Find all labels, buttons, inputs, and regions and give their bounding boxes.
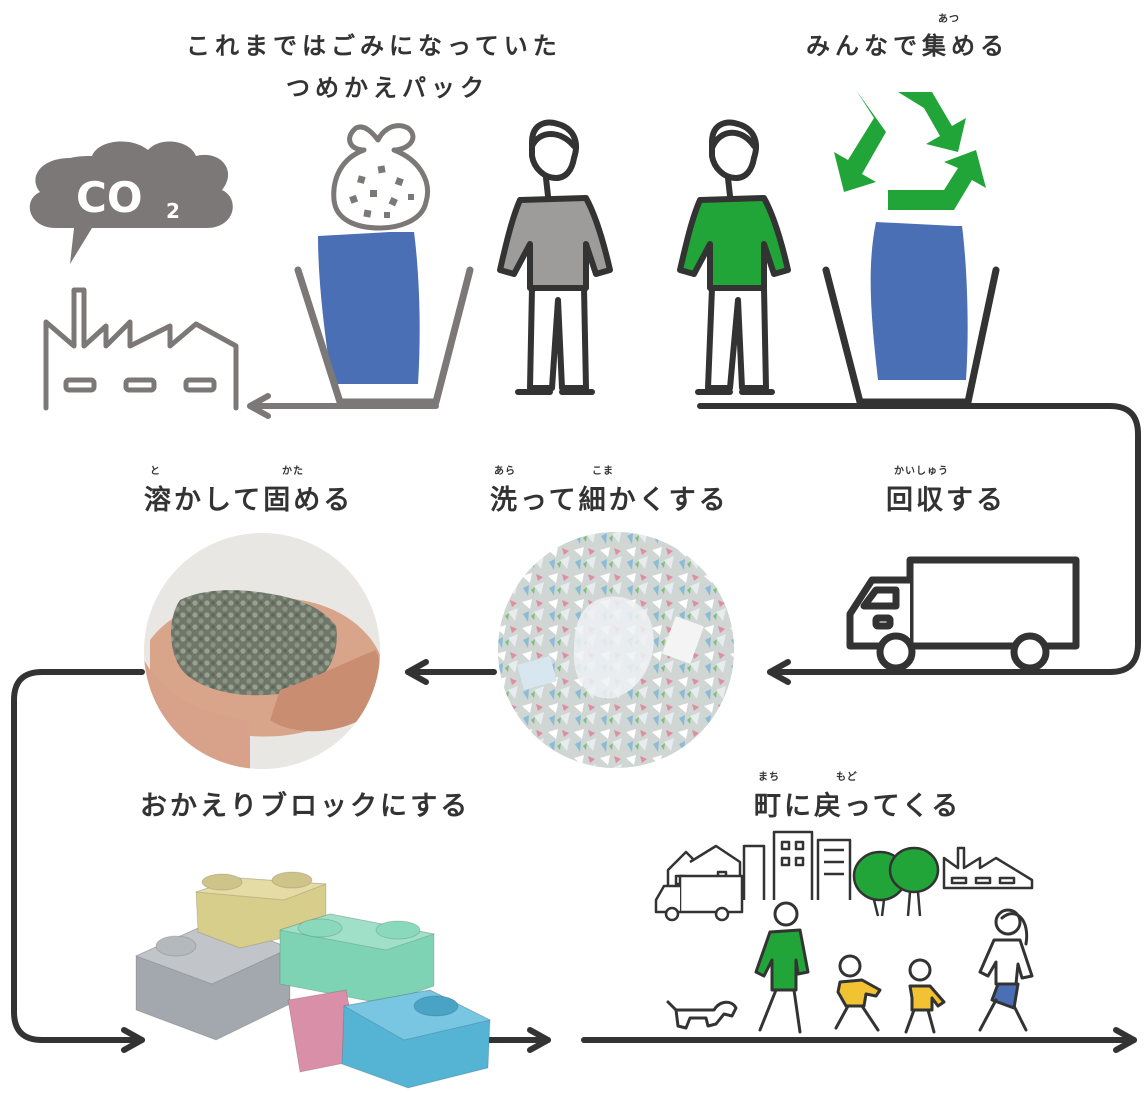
waste-pack-label-line2: つめかえパック [286, 74, 489, 102]
melt-solidify-label: 溶かして固める [144, 485, 354, 516]
trash-bag-icon [331, 123, 430, 231]
collection-label: 回収する [886, 485, 1006, 516]
town-icon [654, 830, 1034, 922]
co2-cloud-icon: CO 2 [29, 141, 233, 264]
solidify-ruby: かた [282, 466, 304, 477]
return-town-label: 町に戻ってくる [754, 791, 962, 822]
waste-bin-icon [294, 232, 474, 406]
person-icon [904, 958, 946, 1034]
recycle-icon [834, 90, 986, 210]
flow-arrow [11, 393, 1141, 1053]
town-ruby: まち [758, 772, 780, 783]
collect-together-label: みんなで集める [806, 32, 1009, 60]
return-ruby: もど [836, 772, 858, 783]
waste-pack-label-line1: これまではごみになっていた [186, 32, 562, 60]
pellet-photo [144, 533, 380, 769]
collection-ruby: かいしゅう [894, 466, 949, 477]
shredded-pack-photo [498, 532, 734, 768]
person-icon [497, 119, 613, 395]
person-icon [677, 119, 791, 395]
truck-icon [846, 556, 1080, 672]
shred-ruby: こま [592, 466, 614, 477]
wash-shred-label: 洗って細かくする [490, 485, 729, 516]
melt-ruby: と [150, 466, 161, 477]
okaeri-block-icon [134, 871, 492, 1089]
co2-text: CO [76, 173, 143, 222]
collect-together-ruby: あつ [938, 14, 960, 25]
factory-icon [43, 287, 239, 411]
wash-ruby: あら [494, 466, 516, 477]
person-icon [754, 901, 810, 1034]
person-icon [834, 954, 882, 1032]
co2-subscript: 2 [166, 199, 180, 223]
make-blocks-label: おかえりブロックにする [140, 791, 471, 822]
person-icon [978, 908, 1034, 1032]
collection-bin-icon [822, 222, 1000, 406]
dog-icon [666, 1000, 738, 1030]
